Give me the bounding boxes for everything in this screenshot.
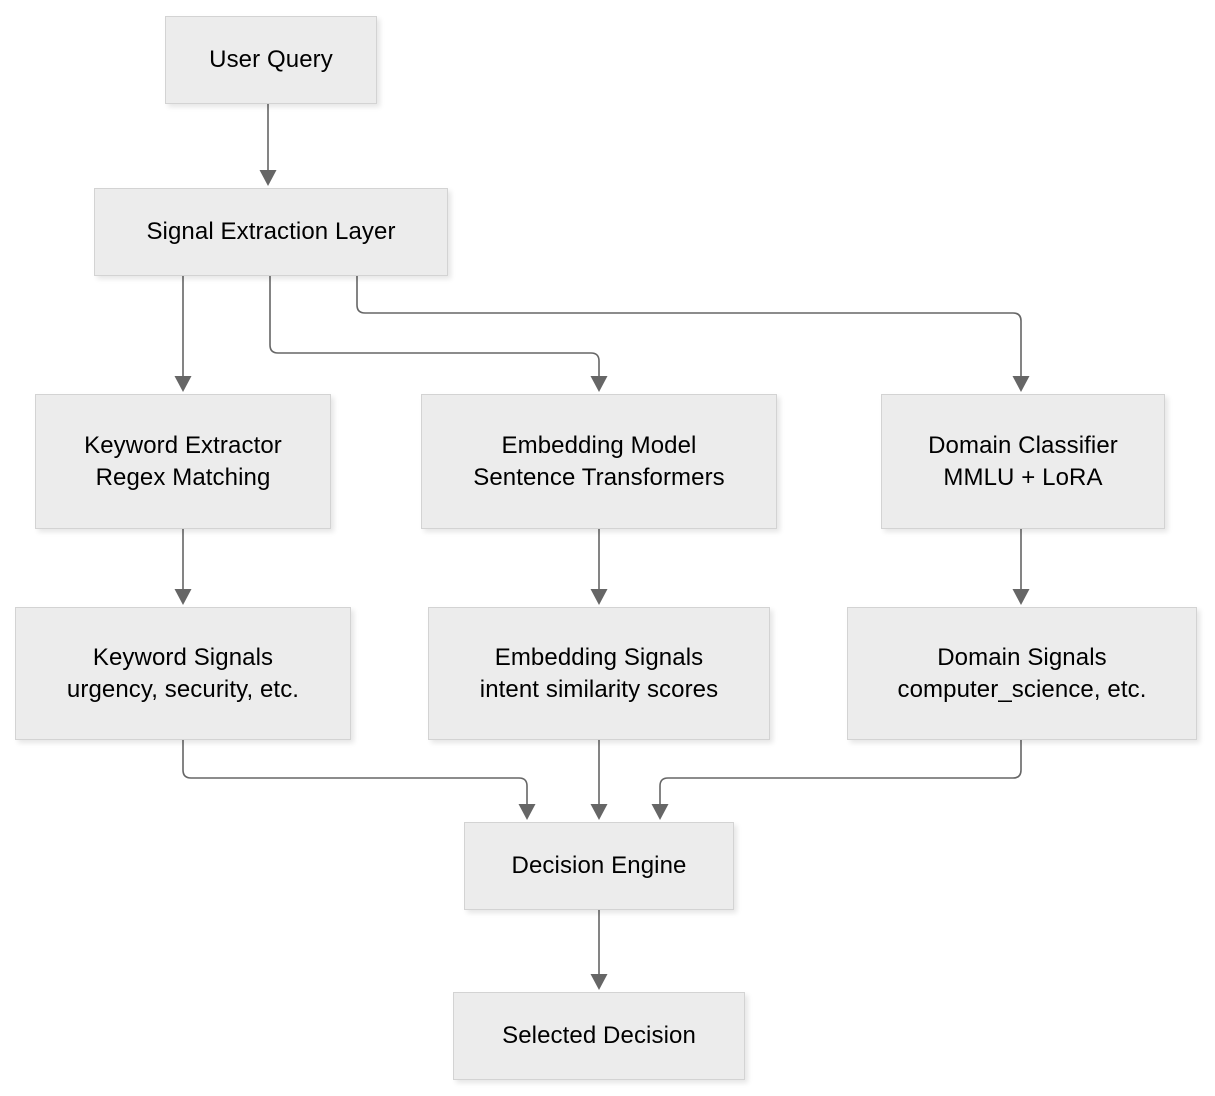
node-label-line: Embedding Model [501, 431, 697, 459]
edge-decision-engine-to-selected-decision [590, 910, 608, 990]
arrow-head-icon [174, 376, 192, 392]
node-label-line: Embedding Signals [494, 643, 704, 671]
node-label-line: Sentence Transformers [473, 463, 725, 491]
node-label-line: computer_science, etc. [897, 675, 1147, 703]
node-embedding-signals[interactable]: Embedding Signals intent similarity score… [428, 607, 770, 740]
edge-user-query-to-signal-extraction [259, 104, 277, 186]
arrow-head-icon [590, 804, 608, 820]
node-domain-signals[interactable]: Domain Signals computer_science, etc. [847, 607, 1197, 740]
edge-signal-extraction-to-embedding-model [269, 276, 608, 392]
edge-keyword-signals-to-decision-engine [182, 740, 536, 820]
node-label-line: Decision Engine [511, 852, 687, 880]
arrow-head-icon [1012, 376, 1030, 392]
node-decision-engine[interactable]: Decision Engine [464, 822, 734, 910]
arrow-head-icon [651, 804, 669, 820]
arrow-head-icon [590, 376, 608, 392]
edge-embedding-model-to-embedding-signals [590, 529, 608, 605]
edge-domain-classifier-to-domain-signals [1012, 529, 1030, 605]
node-keyword-signals[interactable]: Keyword Signals urgency, security, etc. [15, 607, 351, 740]
edge-signal-extraction-to-keyword-extractor [174, 276, 192, 392]
node-selected-decision[interactable]: Selected Decision [453, 992, 745, 1080]
edge-embedding-signals-to-decision-engine [590, 740, 608, 820]
node-label-line: Domain Signals [937, 643, 1107, 671]
edge-keyword-extractor-to-keyword-signals [174, 529, 192, 605]
node-label-line: Signal Extraction Layer [146, 218, 396, 246]
node-label-line: urgency, security, etc. [66, 675, 300, 703]
node-label-line: Selected Decision [502, 1022, 696, 1050]
node-label-line: intent similarity scores [479, 675, 719, 703]
node-label-line: MMLU + LoRA [943, 463, 1103, 491]
node-user-query[interactable]: User Query [165, 16, 377, 104]
node-label-line: Keyword Signals [92, 643, 274, 671]
arrow-head-icon [590, 589, 608, 605]
arrow-head-icon [1012, 589, 1030, 605]
node-label-line: User Query [209, 46, 333, 74]
arrow-head-icon [518, 804, 536, 820]
node-label-line: Regex Matching [95, 463, 271, 491]
node-label-line: Keyword Extractor [84, 431, 282, 459]
node-signal-extraction-layer[interactable]: Signal Extraction Layer [94, 188, 448, 276]
arrow-head-icon [174, 589, 192, 605]
edge-signal-extraction-to-domain-classifier [356, 276, 1030, 392]
node-label-line: Domain Classifier [928, 431, 1118, 459]
edge-domain-signals-to-decision-engine [651, 740, 1022, 820]
arrow-head-icon [590, 974, 608, 990]
arrow-head-icon [259, 170, 277, 186]
